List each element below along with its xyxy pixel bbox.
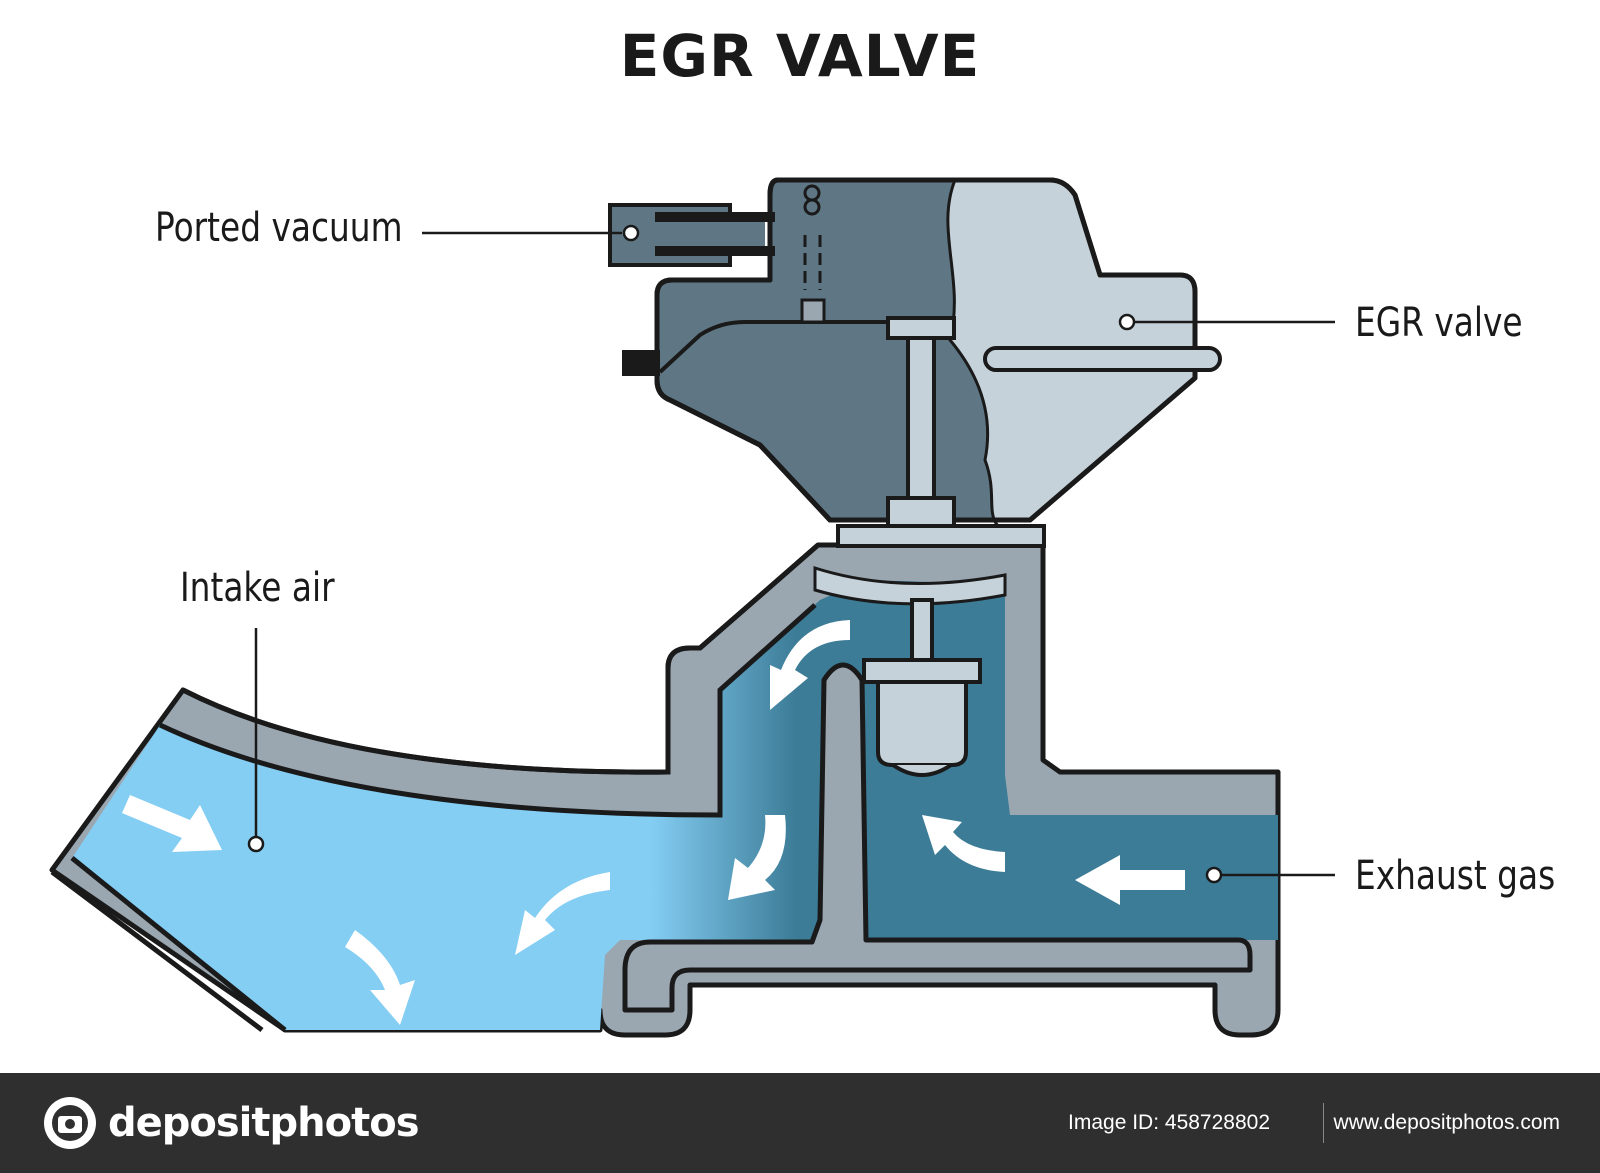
watermark-footer: depositphotos Image ID: 458728802 www.de… <box>0 1073 1600 1173</box>
diagram-artwork <box>49 177 1335 1038</box>
label-intake-air: Intake air <box>180 565 335 611</box>
label-egr-valve: EGR valve <box>1355 300 1523 346</box>
brand-name: depositphotos <box>108 1100 420 1146</box>
flow-arrows <box>122 620 1185 1025</box>
label-exhaust-gas: Exhaust gas <box>1355 853 1556 899</box>
brand-logo: depositphotos <box>42 1095 420 1151</box>
valve-stem <box>906 336 936 505</box>
valve-head <box>862 658 982 684</box>
camera-icon <box>44 1097 96 1149</box>
label-ported-vacuum: Ported vacuum <box>155 205 403 251</box>
diagram-title: EGR VALVE <box>619 22 981 90</box>
footer-divider <box>1323 1103 1324 1143</box>
fluid-passage <box>72 580 1278 1030</box>
callout-leaders <box>247 224 1335 884</box>
site-url: www.depositphotos.com <box>1333 1111 1560 1134</box>
image-id: Image ID: 458728802 <box>1068 1111 1270 1134</box>
